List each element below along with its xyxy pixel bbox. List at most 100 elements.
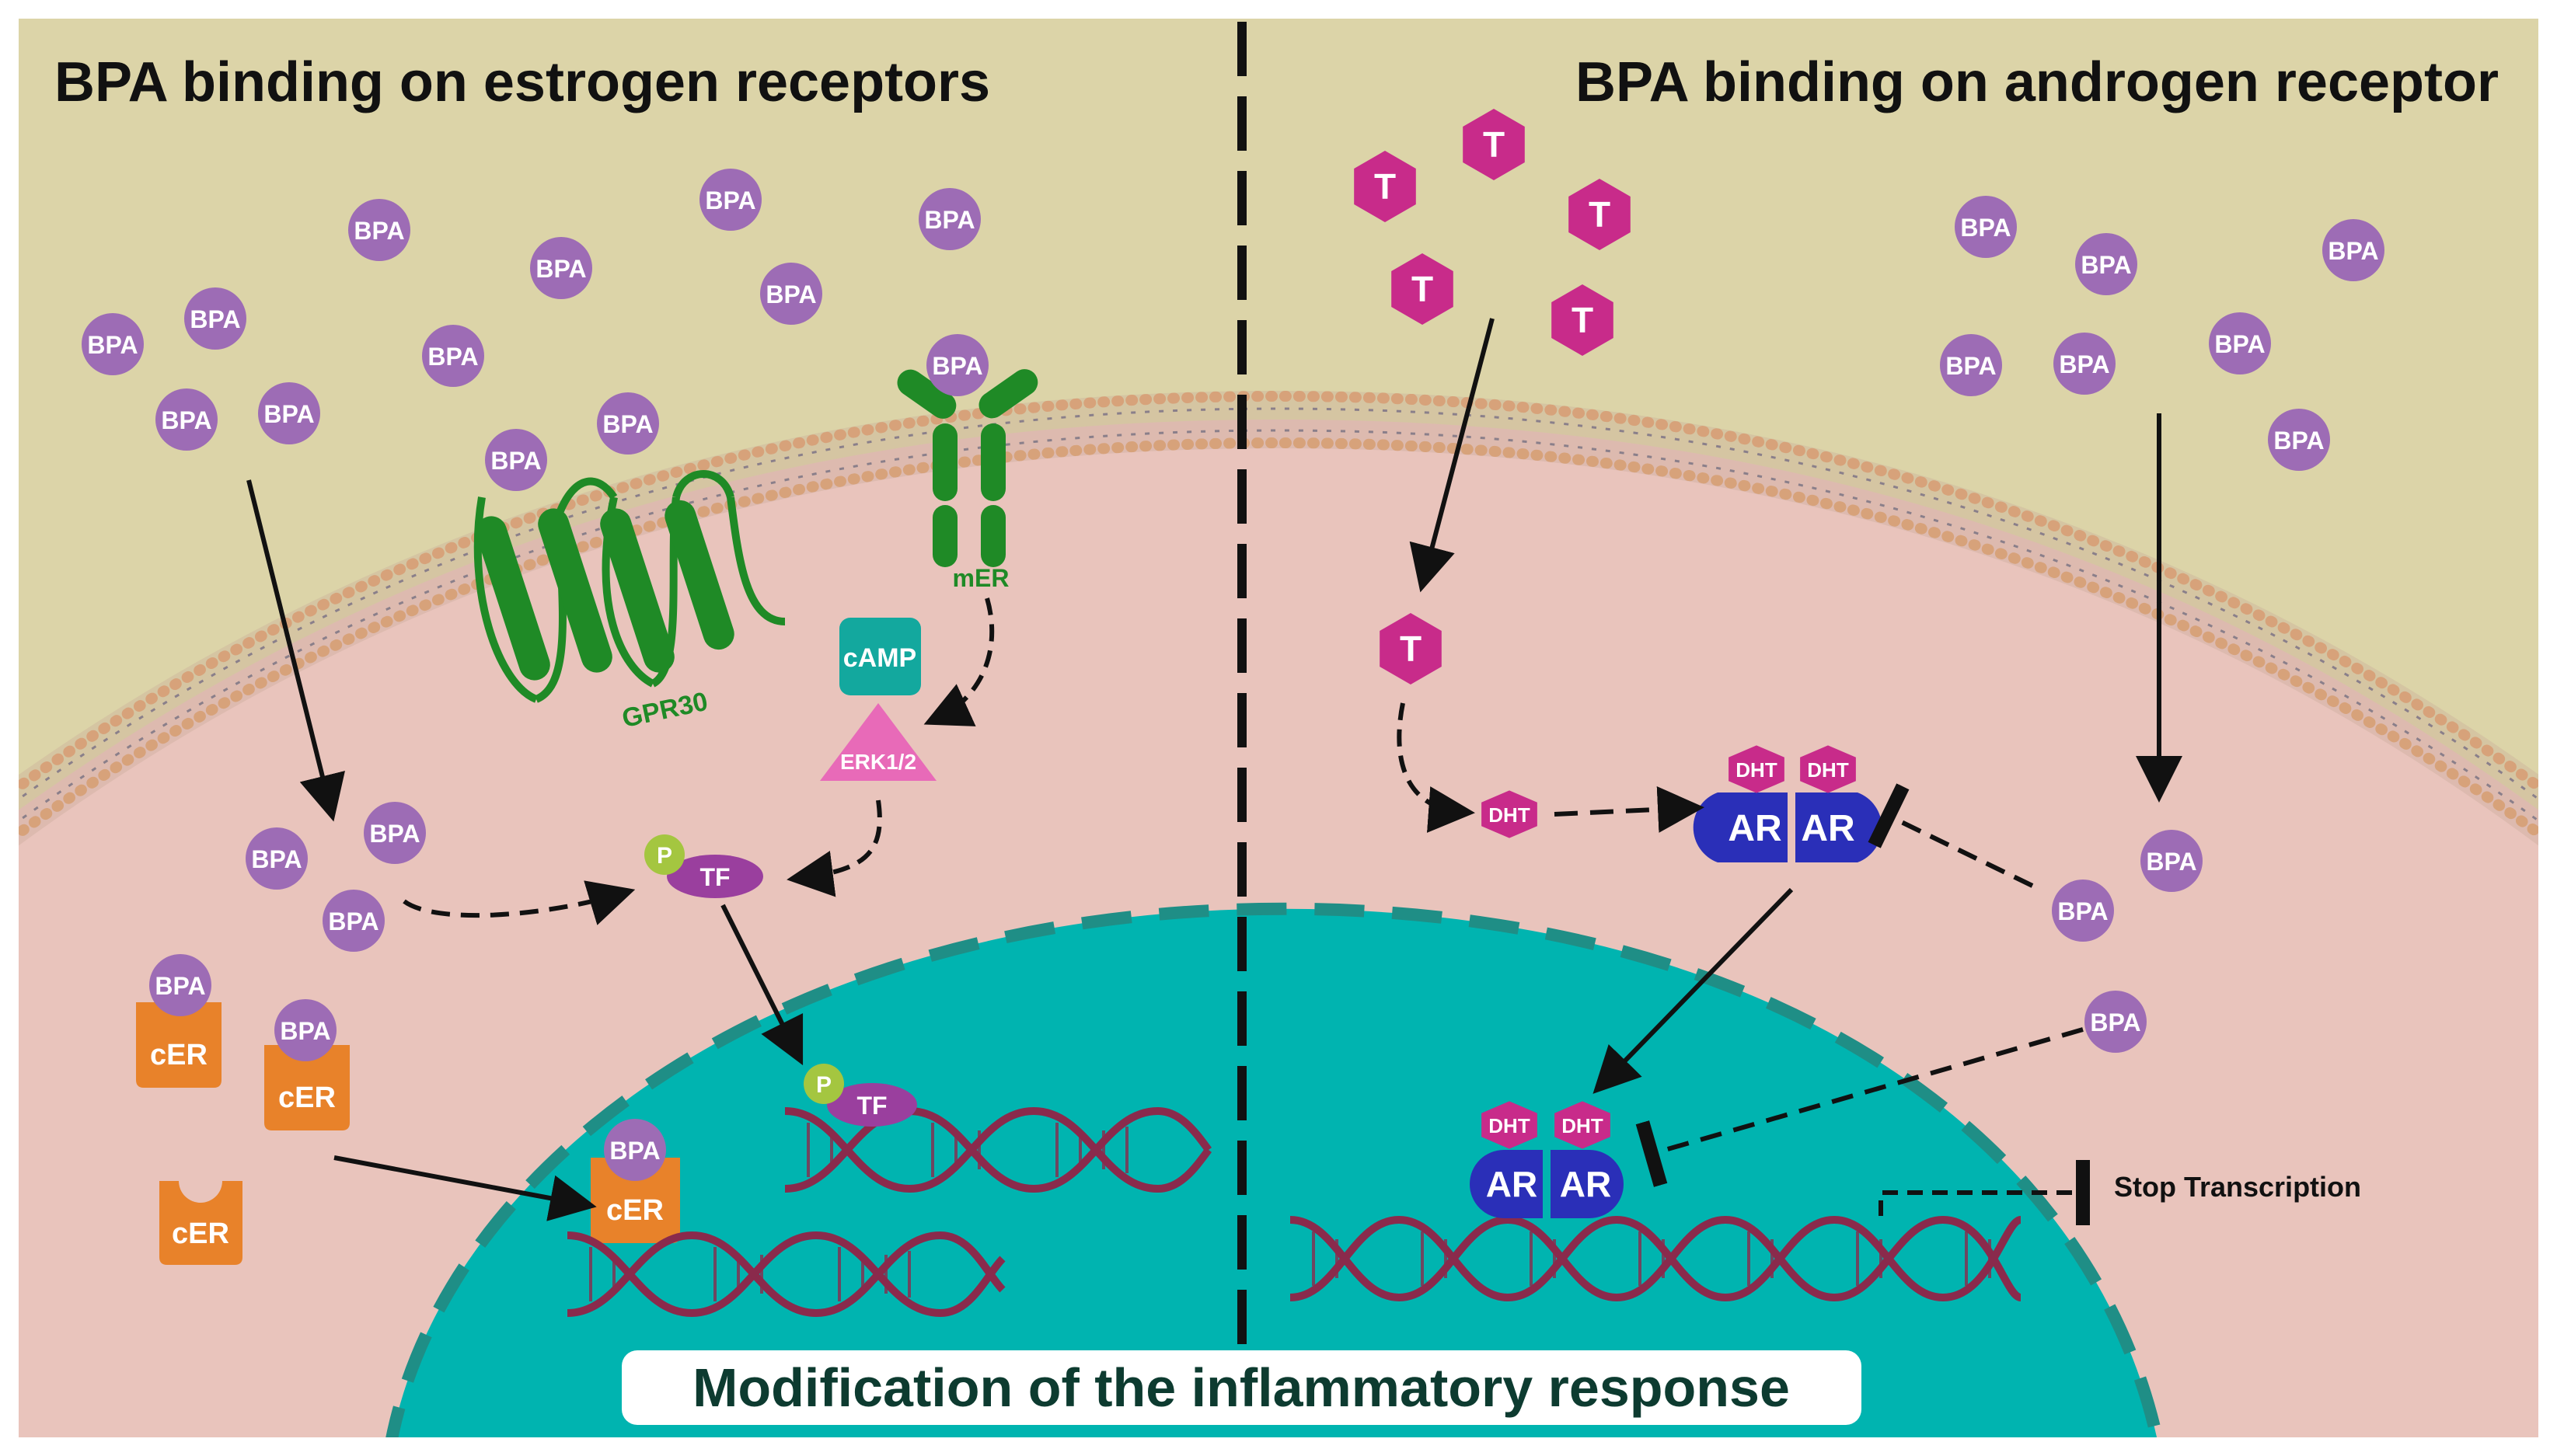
bpa-molecule: BPA xyxy=(760,263,822,325)
bpa-molecule: BPA xyxy=(2322,219,2384,281)
left-title: BPA binding on estrogen receptors xyxy=(54,51,990,113)
bpa-label: BPA xyxy=(87,331,138,359)
testosterone-label: T xyxy=(1589,194,1610,235)
dht-hexagon xyxy=(1554,1101,1610,1149)
bpa-label: BPA xyxy=(609,1137,660,1165)
bpa-label: BPA xyxy=(1945,352,1996,380)
erk-label: ERK1/2 xyxy=(840,750,916,774)
tf-label-nucleus: TF xyxy=(856,1092,887,1120)
dna-right xyxy=(1289,1215,2022,1302)
bpa-circle xyxy=(2075,233,2137,295)
bpa-molecule: BPA xyxy=(2140,830,2203,892)
bpa-molecule: BPA xyxy=(597,392,659,455)
bpa-molecule: BPA xyxy=(530,237,592,299)
dht-hexagon xyxy=(1729,745,1784,793)
testosterone-label: T xyxy=(1483,124,1505,165)
testosterone-label: T xyxy=(1374,166,1396,207)
bpa-label: BPA xyxy=(251,845,302,873)
bpa-label: BPA xyxy=(155,972,205,1000)
bpa-label: BPA xyxy=(2057,897,2108,925)
ar-label-4: AR xyxy=(1560,1164,1611,1204)
bpa-label: BPA xyxy=(354,217,404,245)
cer-unbound: cER xyxy=(159,1181,242,1265)
bpa-circle xyxy=(364,802,426,864)
tf-label: TF xyxy=(699,863,730,891)
tf-phosphorylated-nucleus: TF P xyxy=(804,1064,917,1127)
bpa-molecule: BPA xyxy=(274,999,337,1061)
cell-membrane xyxy=(0,390,2557,852)
dht-hexagon xyxy=(1481,790,1537,838)
bpa-molecule: BPA xyxy=(2052,880,2114,942)
testosterone-molecule: T xyxy=(1568,179,1631,250)
testosterone-molecules: T T T T T T xyxy=(1354,109,1631,684)
dht-molecule: DHT xyxy=(1800,745,1856,793)
bpa-molecule: BPA xyxy=(149,954,211,1016)
bpa-label: BPA xyxy=(602,410,653,438)
bpa-molecule: BPA xyxy=(82,313,144,375)
gpr30-receptor: GPR30 xyxy=(473,470,786,733)
ar-label-1: AR xyxy=(1728,808,1781,849)
dht-molecule: DHT xyxy=(1554,1101,1610,1149)
testosterone-label: T xyxy=(1572,300,1593,340)
testosterone-hexagon xyxy=(1391,253,1453,325)
bpa-molecule: BPA xyxy=(2268,409,2330,471)
bpa-circle xyxy=(2053,333,2116,395)
bpa-molecule: BPA xyxy=(604,1119,666,1181)
ar-label-3: AR xyxy=(1486,1164,1537,1204)
bpa-label: BPA xyxy=(369,820,420,848)
dna-left-upper xyxy=(784,1106,1212,1193)
testosterone-hexagon xyxy=(1463,109,1525,180)
cer-bound-2: cER xyxy=(264,1045,350,1130)
dht-hexagon xyxy=(1481,1101,1537,1149)
bpa-label: BPA xyxy=(2090,1008,2140,1036)
camp-molecule: cAMP xyxy=(839,618,921,695)
bpa-circle xyxy=(2052,880,2114,942)
bpa-circle xyxy=(1940,334,2002,396)
dht-hexagon xyxy=(1800,745,1856,793)
bpa-label: BPA xyxy=(2214,330,2265,358)
bpa-circle xyxy=(1955,196,2017,258)
bpa-circle xyxy=(2084,991,2147,1053)
testosterone-hexagon xyxy=(1568,179,1631,250)
bpa-label: BPA xyxy=(328,907,378,935)
dht-label: DHT xyxy=(1807,758,1849,782)
bpa-molecule: BPA xyxy=(348,199,410,261)
cer-label-4: cER xyxy=(606,1194,664,1227)
dht-molecule: DHT xyxy=(1729,745,1784,793)
dht-label: DHT xyxy=(1488,1114,1530,1137)
bpa-molecule: BPA xyxy=(155,388,218,451)
bpa-circle xyxy=(348,199,410,261)
dna-left-lower xyxy=(567,1231,1006,1318)
bottom-title: Modification of the inflammatory respons… xyxy=(692,1357,1790,1418)
bpa-label: BPA xyxy=(280,1017,330,1045)
phosphate-label: P xyxy=(657,843,672,869)
bpa-circle xyxy=(926,334,989,396)
nucleus xyxy=(389,908,2161,1456)
dht-molecule: DHT xyxy=(1481,790,1537,838)
bpa-molecule: BPA xyxy=(1940,334,2002,396)
bpa-label: BPA xyxy=(535,255,586,283)
testosterone-molecule: T xyxy=(1391,253,1453,325)
nuclear-envelope xyxy=(382,902,2167,1456)
cer-label-1: cER xyxy=(150,1039,208,1071)
bpa-label: BPA xyxy=(1960,214,2011,242)
mer-label: mER xyxy=(953,564,1010,592)
testosterone-molecule: T xyxy=(1354,151,1416,222)
testosterone-molecule: T xyxy=(1463,109,1525,180)
erk-molecule: ERK1/2 xyxy=(820,703,937,781)
cer-nuclear: cER xyxy=(591,1158,680,1243)
bpa-circle xyxy=(422,325,484,387)
bpa-label: BPA xyxy=(161,406,211,434)
cer-label-3: cER xyxy=(172,1217,229,1250)
bpa-molecule: BPA xyxy=(926,334,989,396)
bpa-label: BPA xyxy=(427,343,478,371)
bpa-circle xyxy=(258,382,320,444)
bpa-circle xyxy=(760,263,822,325)
bpa-molecule: BPA xyxy=(2053,333,2116,395)
bpa-molecule: BPA xyxy=(1955,196,2017,258)
testosterone-molecule: T xyxy=(1380,613,1442,684)
bpa-circle xyxy=(485,429,547,491)
bpa-label: BPA xyxy=(2081,251,2131,279)
bpa-label: BPA xyxy=(2273,427,2324,455)
bpa-circle xyxy=(597,392,659,455)
